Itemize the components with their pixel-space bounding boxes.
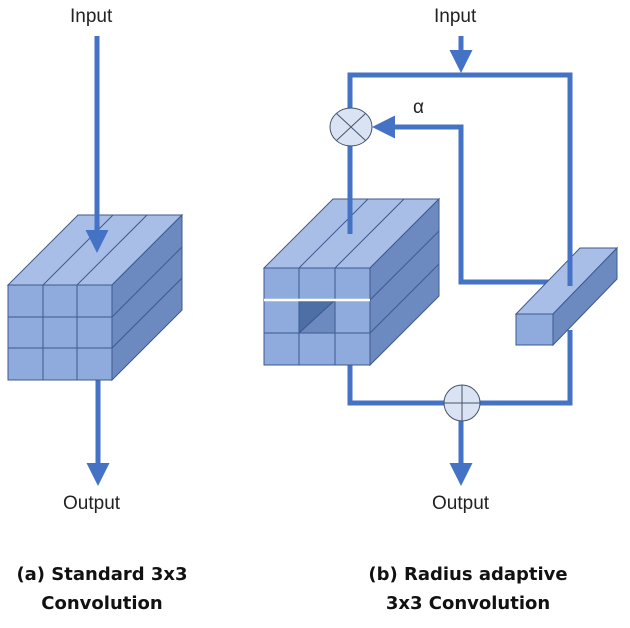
- radius-adaptive-branch: [262, 36, 619, 487]
- right-caption: (b) Radius adaptive 3x3 Convolution: [350, 560, 586, 618]
- right-input-label: Input: [434, 6, 477, 27]
- left-caption: (a) Standard 3x3 Convolution: [0, 560, 204, 618]
- small-conv-block: [514, 246, 619, 347]
- right-output-label: Output: [432, 493, 490, 514]
- left-caption-line2: Convolution: [41, 593, 163, 614]
- right-caption-line1: (b) Radius adaptive: [368, 564, 568, 585]
- alpha-feedback-path: [371, 115, 567, 285]
- standard-conv-branch: [6, 36, 184, 487]
- circle-times-icon: [329, 107, 373, 147]
- alpha-label: α: [413, 97, 424, 118]
- left-caption-line1: (a) Standard 3x3: [16, 564, 188, 585]
- left-output-label: Output: [63, 493, 121, 514]
- branch-to-add-path: [480, 330, 573, 406]
- left-input-label: Input: [70, 6, 113, 27]
- circle-plus-icon: [443, 384, 481, 422]
- cube-to-add-path: [347, 362, 444, 406]
- right-caption-line2: 3x3 Convolution: [385, 593, 551, 614]
